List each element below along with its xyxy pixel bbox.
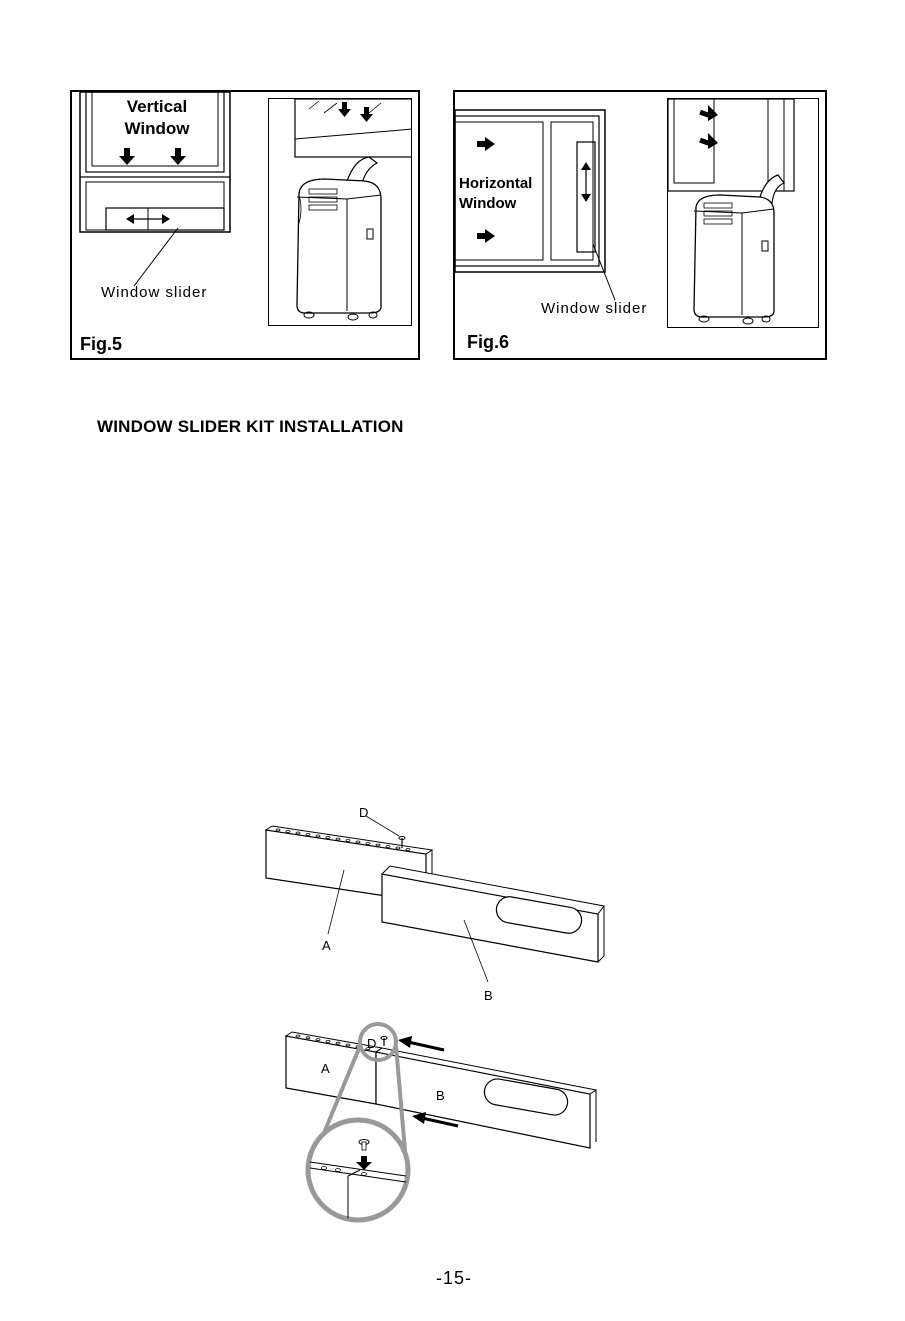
push-arrow-top	[398, 1036, 444, 1050]
slider-kit-assembled-diagram	[280, 1022, 620, 1232]
fig6-panel: Horizontal Window Window slider Fig.6	[453, 90, 827, 360]
fig6-ac-inset	[667, 98, 819, 328]
label-a-top: A	[322, 938, 331, 953]
fig5-ac-unit-drawing	[269, 99, 412, 326]
page-number: -15-	[436, 1268, 472, 1289]
panel-b-top	[382, 866, 604, 962]
section-title: WINDOW SLIDER KIT INSTALLATION	[97, 417, 404, 437]
fig5-slider-label: Window slider	[101, 284, 207, 301]
fig5-panel: Vertical Window Window slider Fig.5	[70, 90, 420, 360]
label-a-bottom: A	[321, 1061, 330, 1076]
fig6-ac-unit-drawing	[668, 99, 819, 328]
fig6-window-label: Horizontal Window	[459, 174, 532, 214]
slider-kit-exploded-diagram	[262, 802, 622, 1002]
panel-b-bottom	[376, 1048, 596, 1148]
fig5-window-label: Vertical Window	[112, 96, 202, 140]
label-d-top: D	[359, 805, 368, 820]
label-d-bottom: D	[367, 1036, 376, 1051]
label-b-bottom: B	[436, 1088, 445, 1103]
fig5-label: Fig.5	[80, 334, 122, 355]
fig6-label: Fig.6	[467, 332, 509, 353]
label-b-top: B	[484, 988, 493, 1003]
fig5-ac-inset	[268, 98, 412, 326]
fig6-slider-label: Window slider	[541, 300, 647, 317]
